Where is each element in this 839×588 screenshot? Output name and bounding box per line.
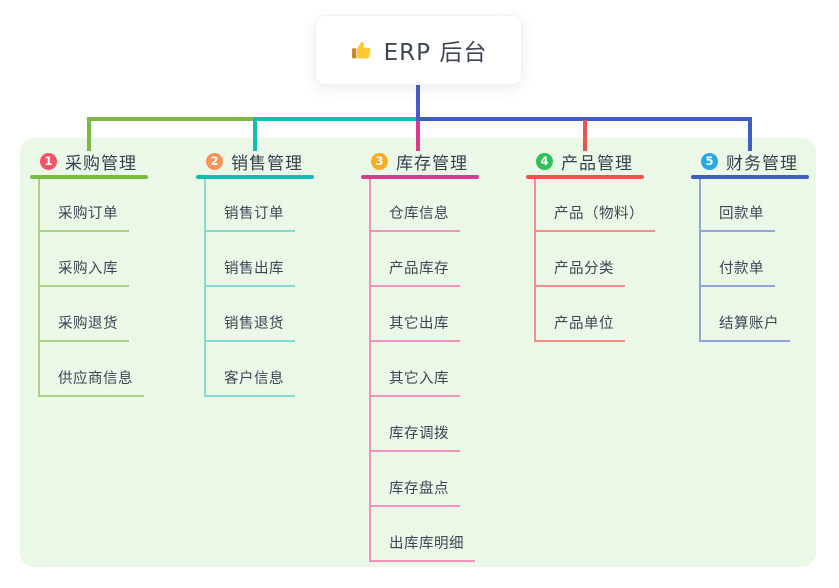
node-product-category[interactable]: 产品分类 xyxy=(534,260,625,287)
branch-underline xyxy=(196,175,314,179)
branch-label: 财务管理 xyxy=(726,153,798,174)
branch-underline xyxy=(361,175,479,179)
branch-title-product[interactable]: 4 产品管理 xyxy=(536,150,633,174)
branch-label: 产品管理 xyxy=(561,153,633,174)
connector-drop-2 xyxy=(253,117,257,151)
branch-number-badge: 1 xyxy=(40,152,57,170)
node-stock-transfer[interactable]: 库存调拨 xyxy=(369,425,460,452)
node-sales-return[interactable]: 销售退货 xyxy=(204,315,295,342)
branch-sales: 2 销售管理 销售订单 销售出库 销售退货 客户信息 xyxy=(196,0,356,588)
node-sales-outbound[interactable]: 销售出库 xyxy=(204,260,295,287)
branch-number-badge: 4 xyxy=(536,152,553,170)
thumbs-up-icon xyxy=(351,42,371,59)
branch-product: 4 产品管理 产品（物料） 产品分类 产品单位 xyxy=(526,0,686,588)
branch-purchase: 1 采购管理 采购订单 采购入库 采购退货 供应商信息 xyxy=(30,0,190,588)
node-sales-order[interactable]: 销售订单 xyxy=(204,205,295,232)
node-purchase-return[interactable]: 采购退货 xyxy=(38,315,129,342)
branch-title-inventory[interactable]: 3 库存管理 xyxy=(371,150,468,174)
node-receipt-bill[interactable]: 回款单 xyxy=(699,205,775,232)
root-title: ERP 后台 xyxy=(383,40,488,66)
mindmap-panel xyxy=(20,138,816,567)
branch-label: 销售管理 xyxy=(231,153,303,174)
connector-branch-5 xyxy=(417,117,752,121)
branch-number-badge: 3 xyxy=(371,152,388,170)
connector-root-stem xyxy=(416,84,420,121)
branch-child-line xyxy=(38,179,40,397)
branch-finance: 5 财务管理 回款单 付款单 结算账户 xyxy=(691,0,839,588)
node-stock-count[interactable]: 库存盘点 xyxy=(369,480,460,507)
branch-title-sales[interactable]: 2 销售管理 xyxy=(206,150,303,174)
branch-child-line xyxy=(699,179,701,342)
node-customer-info[interactable]: 客户信息 xyxy=(204,370,295,397)
node-outbound-detail[interactable]: 出库库明细 xyxy=(369,535,475,562)
connector-branch-2 xyxy=(253,117,421,121)
node-other-inbound[interactable]: 其它入库 xyxy=(369,370,460,397)
branch-child-line xyxy=(204,179,206,397)
branch-child-line xyxy=(369,179,371,562)
branch-underline xyxy=(526,175,644,179)
branch-label: 采购管理 xyxy=(65,153,137,174)
node-supplier-info[interactable]: 供应商信息 xyxy=(38,370,144,397)
connector-drop-4 xyxy=(583,120,587,151)
root-node[interactable]: ERP 后台 xyxy=(315,15,522,85)
node-product-material[interactable]: 产品（物料） xyxy=(534,205,655,232)
node-purchase-order[interactable]: 采购订单 xyxy=(38,205,129,232)
branch-inventory: 3 库存管理 仓库信息 产品库存 其它出库 其它入库 库存调拨 库存盘点 出库库… xyxy=(361,0,521,588)
branch-underline xyxy=(30,175,148,179)
node-product-stock[interactable]: 产品库存 xyxy=(369,260,460,287)
node-product-unit[interactable]: 产品单位 xyxy=(534,315,625,342)
node-warehouse-info[interactable]: 仓库信息 xyxy=(369,205,460,232)
branch-label: 库存管理 xyxy=(396,153,468,174)
branch-child-line xyxy=(534,179,536,342)
branch-number-badge: 2 xyxy=(206,152,223,170)
node-other-outbound[interactable]: 其它出库 xyxy=(369,315,460,342)
node-settlement-account[interactable]: 结算账户 xyxy=(699,315,790,342)
connector-branch-1 xyxy=(87,117,257,121)
branch-title-purchase[interactable]: 1 采购管理 xyxy=(40,150,137,174)
node-purchase-inbound[interactable]: 采购入库 xyxy=(38,260,129,287)
node-payment-bill[interactable]: 付款单 xyxy=(699,260,775,287)
connector-drop-1 xyxy=(87,117,91,151)
branch-number-badge: 5 xyxy=(701,152,718,170)
connector-drop-5 xyxy=(748,117,752,151)
connector-drop-3 xyxy=(416,117,420,151)
branch-title-finance[interactable]: 5 财务管理 xyxy=(701,150,798,174)
branch-underline xyxy=(691,175,809,179)
